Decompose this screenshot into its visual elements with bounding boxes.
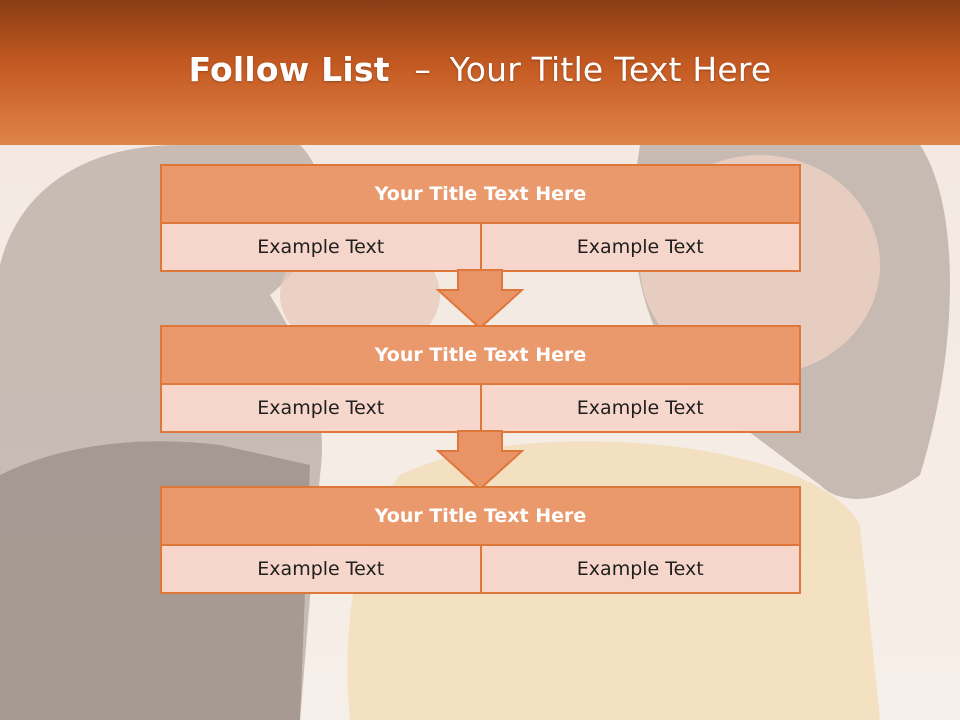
list-block-3[interactable]: Your Title Text Here Example Text Exampl… [160,486,801,594]
block-title[interactable]: Your Title Text Here [162,166,799,224]
example-text-right[interactable]: Example Text [479,385,799,431]
block-row: Example Text Example Text [162,546,799,592]
down-arrow-icon [436,430,524,491]
title-bold: Follow List [188,50,390,89]
block-title[interactable]: Your Title Text Here [162,488,799,546]
block-row: Example Text Example Text [162,224,799,270]
example-text-right[interactable]: Example Text [479,224,799,270]
down-arrow-icon [436,269,524,330]
example-text-left[interactable]: Example Text [162,224,480,270]
block-title[interactable]: Your Title Text Here [162,327,799,385]
list-block-1[interactable]: Your Title Text Here Example Text Exampl… [160,164,801,272]
list-block-2[interactable]: Your Title Text Here Example Text Exampl… [160,325,801,433]
page-title: Follow List – Your Title Text Here [0,50,960,89]
block-row: Example Text Example Text [162,385,799,431]
title-banner: Follow List – Your Title Text Here [0,0,960,145]
example-text-left[interactable]: Example Text [162,546,480,592]
title-rest: Your Title Text Here [449,50,772,89]
example-text-right[interactable]: Example Text [479,546,799,592]
title-dash: – [414,50,432,89]
example-text-left[interactable]: Example Text [162,385,480,431]
